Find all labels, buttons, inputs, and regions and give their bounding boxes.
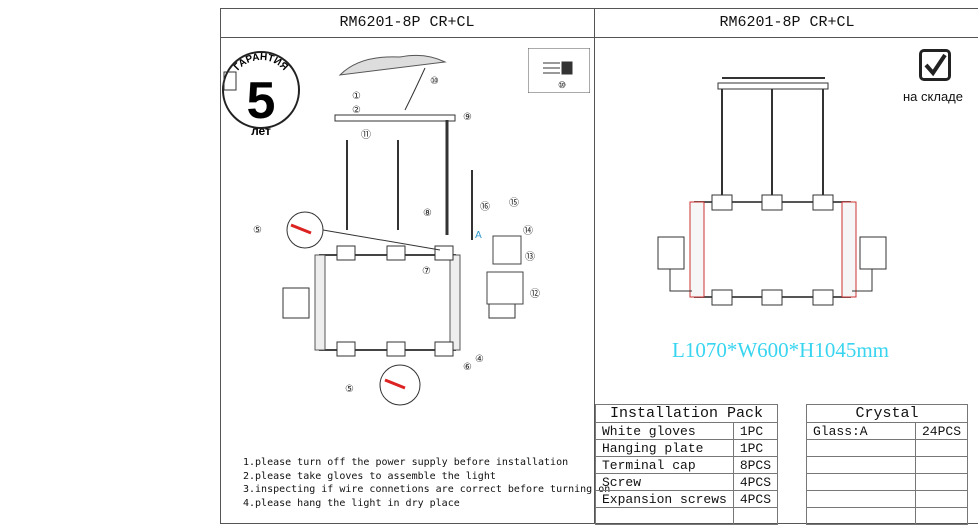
callout-5a: ⑤	[253, 225, 262, 236]
item-name	[806, 473, 916, 491]
dimensions-label: L1070*W600*H1045mm	[672, 338, 889, 362]
item-name: Screw	[595, 473, 734, 491]
note: 1.please turn off the power supply befor…	[243, 457, 569, 468]
note: 3.inspecting if wire connetions are corr…	[243, 484, 611, 495]
assembled-drawing	[657, 77, 887, 306]
warranty-seal-icon: ГАРАНТИЯ 5 лет	[222, 51, 300, 138]
item-qty: 24PCS	[914, 422, 969, 440]
item-name	[806, 490, 916, 508]
warranty-number: 5	[247, 72, 276, 130]
callout-4: ④	[475, 354, 484, 365]
canopy	[334, 114, 456, 122]
item-qty	[914, 490, 969, 508]
connector-detail: ⑩	[528, 48, 590, 93]
table-header: Installation Pack	[594, 404, 779, 423]
callout-6: ⑥	[463, 362, 472, 373]
table-row	[595, 507, 779, 525]
item-qty: 8PCS	[732, 456, 779, 474]
callout-9: ⑨	[463, 112, 472, 123]
item-qty: 4PCS	[732, 473, 779, 491]
ceiling-icon	[338, 54, 447, 76]
right-title: RM6201-8P CR+CL	[594, 8, 978, 38]
item-qty	[914, 473, 969, 491]
callout-11: ⑪	[361, 129, 371, 141]
item-qty	[914, 507, 969, 525]
callout-10-detail: ⑩	[558, 81, 566, 91]
item-name: Expansion screws	[595, 490, 734, 508]
item-name	[595, 507, 734, 525]
table-row	[806, 490, 969, 508]
callout-a: A	[475, 230, 482, 241]
exploded-diagram: ① ② ⑨ ⑩ ⑪ ⑧ ⑯ ⑮ ⑭ ⑬ ⑫ ⑦ ④ ⑥ ⑤ ⑤ A	[253, 54, 540, 406]
table-row	[806, 456, 969, 474]
item-qty	[914, 439, 969, 457]
callout-2: ②	[352, 105, 361, 116]
item-qty: 4PCS	[732, 490, 779, 508]
item-qty: 1PC	[732, 422, 779, 440]
table-row	[806, 439, 969, 457]
item-name: Hanging plate	[595, 439, 734, 457]
in-stock-check-icon	[919, 49, 951, 81]
item-name: White gloves	[595, 422, 734, 440]
item-name	[806, 456, 916, 474]
callout-10: ⑩	[430, 76, 439, 87]
table-row	[806, 473, 969, 491]
callout-16: ⑯	[480, 201, 490, 213]
warranty-bottom-text: лет	[251, 124, 271, 138]
left-title: RM6201-8P CR+CL	[220, 8, 594, 38]
callout-14: ⑭	[523, 225, 533, 237]
stock-label: на складе	[903, 89, 963, 104]
callout-15: ⑮	[509, 197, 519, 209]
callout-13: ⑬	[525, 251, 535, 263]
table-header: Crystal	[806, 404, 968, 423]
table-row	[806, 507, 969, 525]
item-name: Terminal cap	[595, 456, 734, 474]
divider	[594, 8, 595, 524]
warranty-badge: ГАРАНТИЯ 5 лет	[221, 40, 301, 140]
item-name	[806, 507, 916, 525]
item-qty	[732, 507, 779, 525]
installation-notes: 1.please turn off the power supply befor…	[243, 456, 610, 510]
item-qty	[914, 456, 969, 474]
callout-8: ⑧	[423, 208, 432, 219]
item-name	[806, 439, 916, 457]
callout-7: ⑦	[422, 266, 431, 277]
note: 4.please hang the light in dry place	[243, 497, 460, 509]
item-name: Glass:A	[806, 422, 916, 440]
note: 2.please take gloves to assemble the lig…	[243, 470, 496, 482]
frame-drawing	[319, 254, 456, 351]
callout-1: ①	[352, 91, 361, 102]
item-qty: 1PC	[732, 439, 779, 457]
callout-12: ⑫	[530, 288, 540, 300]
callout-5b: ⑤	[345, 384, 354, 395]
